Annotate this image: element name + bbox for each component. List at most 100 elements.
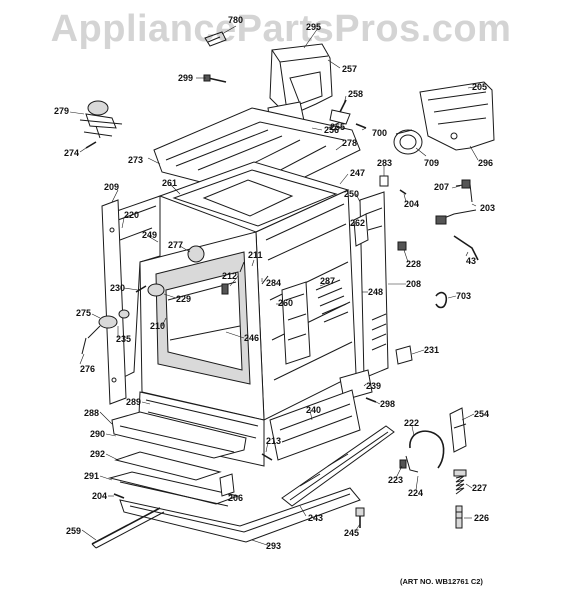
callout-206: 206	[228, 493, 244, 503]
part-709-ring	[393, 129, 423, 155]
part-291-kick-panel	[108, 471, 240, 507]
callout-276: 276	[80, 364, 96, 374]
callout-287: 287	[320, 276, 336, 286]
part-240-lower-panel	[269, 389, 361, 461]
callout-203: 203	[480, 203, 496, 213]
callout-227: 227	[472, 483, 488, 493]
leader-lines	[69, 25, 481, 547]
callout-261: 261	[162, 178, 178, 188]
part-703-clip	[435, 291, 448, 309]
callout-220: 220	[124, 210, 140, 220]
callout-258: 258	[348, 89, 364, 99]
part-204-screw	[113, 493, 125, 499]
part-274-screw	[85, 141, 97, 149]
callout-780: 780	[228, 15, 244, 25]
part-224-burner-loop	[399, 430, 445, 473]
part-292-plate	[114, 451, 222, 481]
part-279-valve	[79, 100, 123, 139]
callout-284: 284	[266, 278, 282, 288]
part-259-rod	[91, 507, 165, 549]
callout-224: 224	[408, 488, 424, 498]
callout-296: 296	[478, 158, 494, 168]
callout-208: 208	[406, 279, 422, 289]
callout-299: 299	[178, 73, 194, 83]
callout-222: 222	[404, 418, 420, 428]
callout-204b: 204	[92, 491, 108, 501]
part-205-rear-bracket	[419, 81, 495, 151]
callout-700: 700	[372, 128, 388, 138]
callout-226: 226	[474, 513, 490, 523]
part-275-igniter	[81, 309, 130, 355]
callout-262: 262	[350, 218, 366, 228]
callout-279: 279	[54, 106, 70, 116]
callout-213: 213	[266, 436, 282, 446]
callout-277: 277	[168, 240, 184, 250]
callout-291: 291	[84, 471, 100, 481]
part-277-port	[187, 245, 205, 263]
part-780-clip	[204, 31, 227, 47]
part-258-255-hardware	[329, 99, 367, 129]
callout-254: 254	[474, 409, 490, 419]
callout-246: 246	[244, 333, 260, 343]
callout-295: 295	[306, 22, 322, 32]
part-299-screw	[203, 74, 227, 83]
part-243-drawer-rail	[281, 425, 395, 507]
callout-245: 245	[344, 528, 360, 538]
callout-239: 239	[366, 381, 382, 391]
part-287-heat-shield	[281, 281, 311, 365]
callout-273: 273	[128, 155, 144, 165]
callout-228: 228	[406, 259, 422, 269]
part-212-284-fittings	[221, 261, 269, 295]
callout-283: 283	[377, 158, 393, 168]
callout-211: 211	[248, 250, 263, 260]
callout-709: 709	[424, 158, 440, 168]
part-226-pin	[455, 505, 463, 529]
part-227-spring	[453, 469, 467, 495]
callout-231: 231	[424, 345, 440, 355]
part-203-wire-harness	[379, 175, 477, 225]
part-206-bracket	[219, 473, 235, 497]
callout-209: 209	[104, 182, 120, 192]
callout-250: 250	[344, 189, 360, 199]
callout-289: 289	[126, 397, 142, 407]
part-229-burner	[135, 283, 165, 297]
callout-257: 257	[342, 64, 358, 74]
callout-247: 247	[350, 168, 366, 178]
callout-255: 255	[330, 122, 346, 132]
part-262-bracket	[353, 213, 369, 247]
callout-290: 290	[90, 429, 106, 439]
callout-210: 210	[150, 321, 166, 331]
callout-293: 293	[266, 541, 282, 551]
callout-230: 230	[110, 283, 126, 293]
art-number: (ART NO. WB12761 C2)	[400, 577, 483, 586]
callout-292: 292	[90, 449, 106, 459]
callout-275: 275	[76, 308, 92, 318]
callout-207: 207	[434, 182, 450, 192]
callout-205: 205	[472, 82, 488, 92]
part-290-broiler-drawer	[111, 411, 247, 459]
callout-274: 274	[64, 148, 80, 158]
part-213-screw	[261, 453, 273, 461]
callout-229: 229	[176, 294, 192, 304]
callout-235: 235	[116, 334, 132, 344]
callout-278: 278	[342, 138, 358, 148]
watermark: AppliancePartsPros.com	[50, 8, 512, 50]
callout-43: 43	[466, 256, 477, 266]
part-293-base-pan	[119, 487, 361, 543]
callout-223: 223	[388, 475, 404, 485]
callout-243: 243	[308, 513, 324, 523]
callout-256: 256	[324, 125, 340, 135]
part-43-sensor	[397, 235, 479, 261]
part-209-side-panel	[101, 199, 127, 405]
callout-298: 298	[380, 399, 396, 409]
callout-703: 703	[456, 291, 472, 301]
callout-259: 259	[66, 526, 82, 536]
callout-240: 240	[306, 405, 322, 415]
part-254-valve-bracket	[449, 407, 467, 453]
part-231-bracket	[395, 345, 413, 365]
callout-288: 288	[84, 408, 100, 418]
callout-248: 248	[368, 287, 384, 297]
part-245-bolt	[355, 507, 365, 528]
